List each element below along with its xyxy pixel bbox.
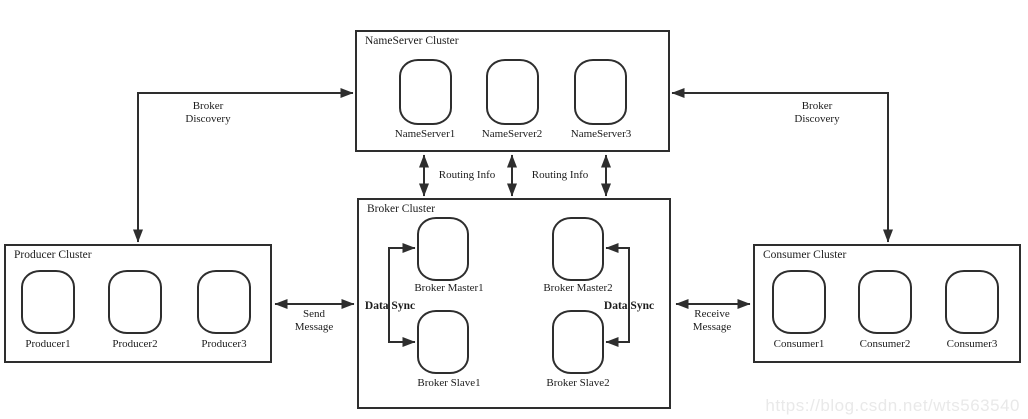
broker-discovery-right-label: Broker Discovery (794, 100, 839, 126)
nameserver1-barrel-icon (399, 59, 452, 125)
producer2-barrel-icon (108, 270, 162, 334)
broker-slave2-barrel-icon (552, 310, 604, 374)
broker-discovery-left-arrow (133, 88, 354, 243)
producer1-barrel-icon (21, 270, 75, 334)
broker-slave1-label: Broker Slave1 (417, 377, 481, 389)
nameserver2-label: NameServer2 (481, 128, 543, 140)
receive-message-label: Receive Message (693, 308, 732, 334)
broker-master1-label: Broker Master1 (414, 282, 484, 294)
send-message-label: Send Message (295, 308, 334, 334)
nameserver1-label: NameServer1 (394, 128, 456, 140)
consumer3-barrel-icon (945, 270, 999, 334)
broker-master1-barrel-icon (417, 217, 469, 281)
consumer-cluster-title: Consumer Cluster (763, 249, 847, 261)
producer-cluster-title: Producer Cluster (14, 249, 92, 261)
nameserver3-barrel-icon (574, 59, 627, 125)
csdn-watermark: https://blog.csdn.net/wts563540 (765, 396, 1020, 415)
receive-message-line2: Message (692, 321, 732, 333)
producer1-label: Producer1 (25, 338, 71, 350)
broker-master2-label: Broker Master2 (543, 282, 613, 294)
routing-info-left-label: Routing Info (438, 169, 496, 181)
send-message-line1: Send (303, 308, 325, 320)
broker-discovery-right-arrow (671, 88, 893, 243)
broker-discovery-left-label: Broker Discovery (185, 100, 230, 126)
broker-cluster-box: Broker Cluster (357, 198, 671, 409)
broker-discovery-right-line2: Discovery (794, 113, 840, 125)
broker-discovery-left-line2: Discovery (185, 113, 231, 125)
consumer1-barrel-icon (772, 270, 826, 334)
producer3-barrel-icon (197, 270, 251, 334)
nameserver-cluster-title: NameServer Cluster (365, 35, 459, 47)
broker-slave1-barrel-icon (417, 310, 469, 374)
nameserver3-label: NameServer3 (570, 128, 632, 140)
producer3-label: Producer3 (201, 338, 247, 350)
broker-discovery-left-line1: Broker (192, 100, 224, 112)
broker-discovery-right-line1: Broker (801, 100, 833, 112)
consumer3-label: Consumer3 (946, 338, 998, 350)
producer2-label: Producer2 (112, 338, 158, 350)
consumer1-label: Consumer1 (773, 338, 825, 350)
receive-message-line1: Receive (694, 308, 730, 320)
consumer2-barrel-icon (858, 270, 912, 334)
broker-master2-barrel-icon (552, 217, 604, 281)
data-sync-left-label: Data Sync (364, 300, 416, 312)
nameserver2-barrel-icon (486, 59, 539, 125)
broker-cluster-title: Broker Cluster (367, 203, 436, 215)
consumer2-label: Consumer2 (859, 338, 911, 350)
broker-slave2-label: Broker Slave2 (546, 377, 610, 389)
send-message-line2: Message (294, 321, 334, 333)
data-sync-right-label: Data Sync (603, 300, 655, 312)
routing-info-right-label: Routing Info (531, 169, 589, 181)
